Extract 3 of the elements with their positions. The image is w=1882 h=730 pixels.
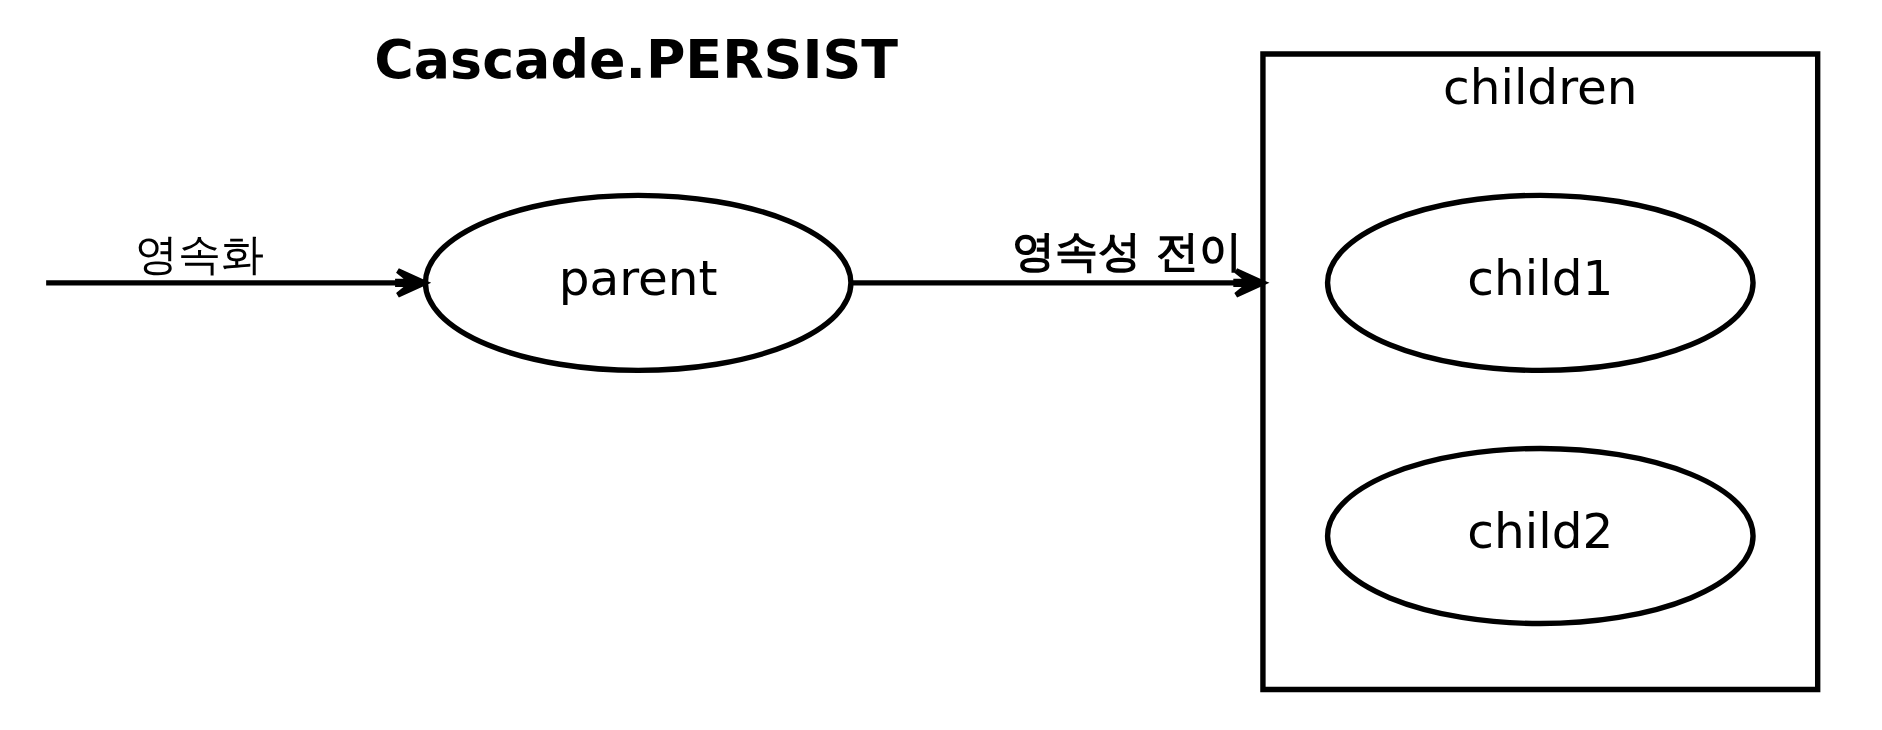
- edge-label: 영속화: [134, 228, 264, 279]
- label: Cascade.PERSIST: [373, 28, 898, 92]
- edge-label: 영속성 전이: [1011, 226, 1242, 277]
